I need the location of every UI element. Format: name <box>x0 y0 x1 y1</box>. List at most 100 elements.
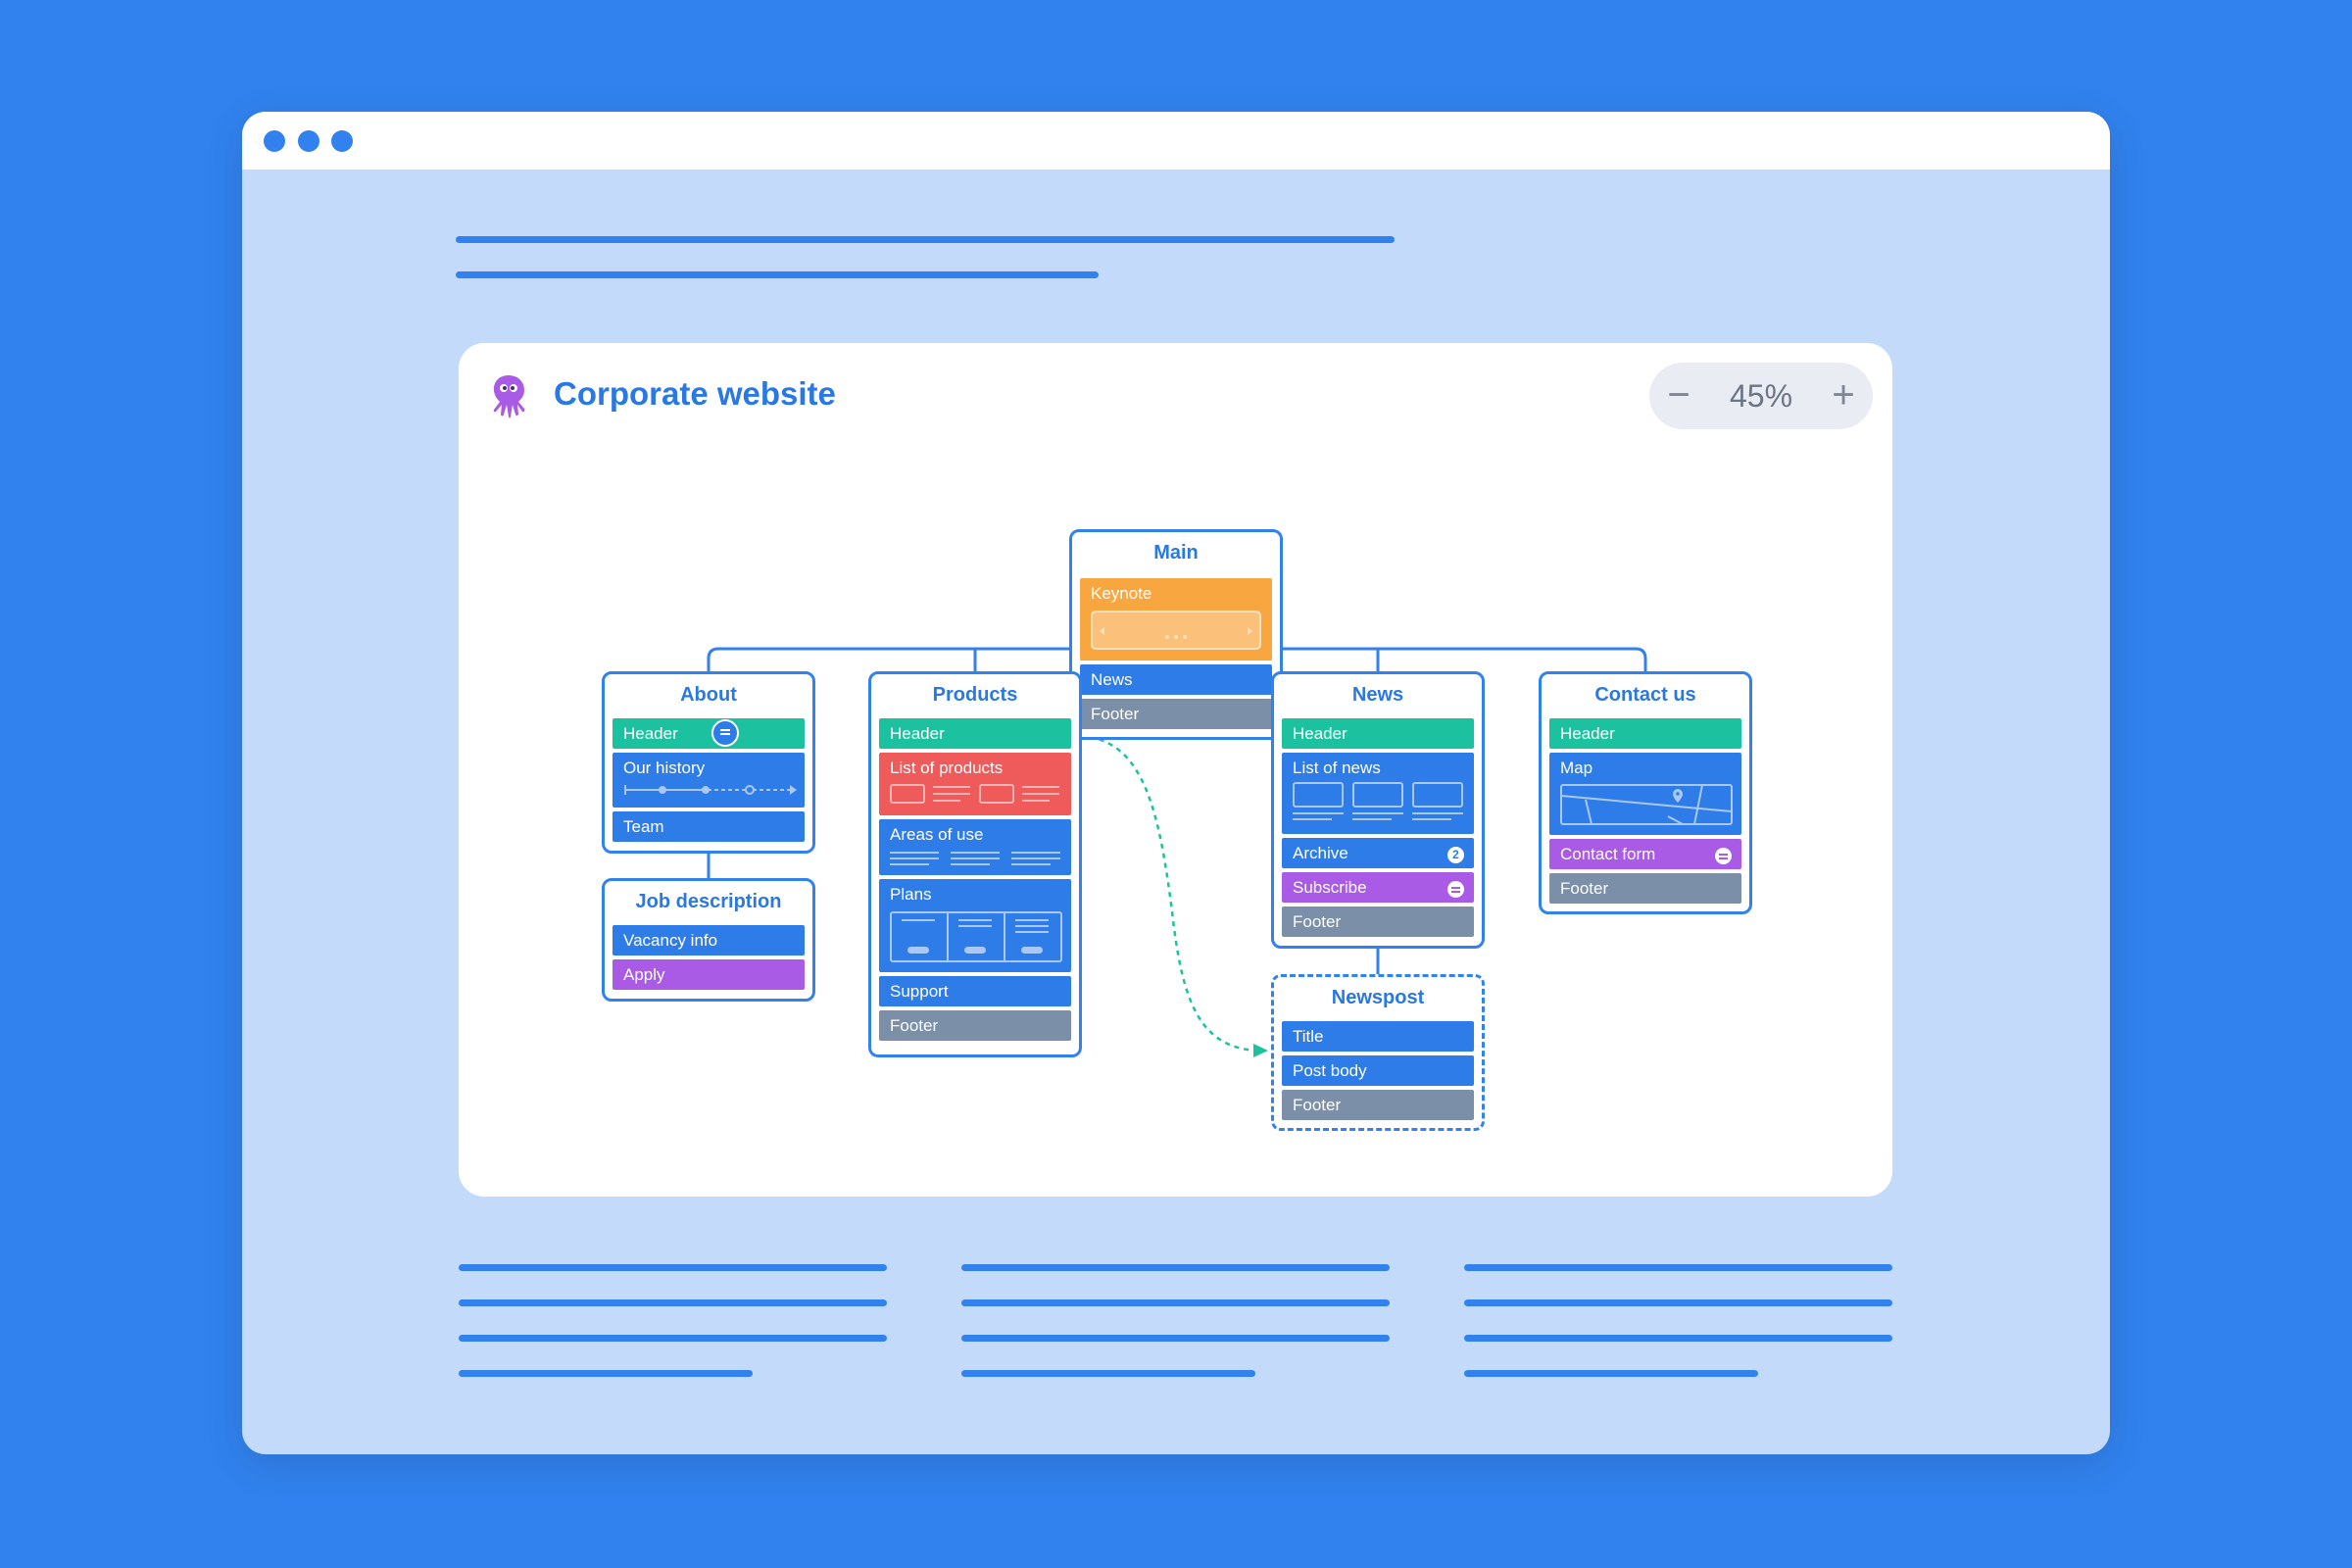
block-label: Apply <box>623 965 665 984</box>
block-label: List of products <box>890 759 1004 777</box>
node-title: Products <box>932 684 1018 706</box>
block-label: Header <box>1293 724 1348 743</box>
comment-icon[interactable] <box>1447 881 1464 898</box>
block-label: Footer <box>1293 1096 1342 1114</box>
zoom-out-button[interactable]: − <box>1667 373 1690 416</box>
placeholder-line <box>1464 1335 1892 1342</box>
zoom-level: 45% <box>1729 378 1793 414</box>
block-label: Plans <box>890 885 932 904</box>
placeholder-line <box>459 1299 887 1306</box>
block-header[interactable]: Header <box>1282 718 1474 749</box>
zoom-control: − 45% + <box>1649 363 1873 429</box>
block-label: Support <box>890 982 949 1001</box>
news-cards-illustration <box>1293 782 1463 820</box>
block-label: Header <box>1560 724 1615 743</box>
project-title: Corporate website <box>554 375 836 412</box>
page-node-newspost[interactable]: Newspost Title Post body Footer <box>1271 974 1485 1131</box>
node-title: News <box>1351 684 1404 706</box>
block-label: Footer <box>1091 705 1140 723</box>
zoom-in-button[interactable]: + <box>1832 373 1855 416</box>
block-header[interactable]: Header <box>1549 718 1741 749</box>
block-apply[interactable]: Apply <box>612 959 805 990</box>
block-footer[interactable]: Footer <box>1080 699 1272 729</box>
block-keynote[interactable]: Keynote <box>1080 578 1272 661</box>
block-our-history[interactable]: Our history <box>612 753 805 808</box>
placeholder-line <box>456 236 1395 243</box>
block-news[interactable]: News <box>1080 664 1272 695</box>
block-label: News <box>1091 670 1133 689</box>
product-cards-illustration <box>890 784 1059 804</box>
placeholder-line <box>456 271 1099 278</box>
block-footer[interactable]: Footer <box>1282 1090 1474 1120</box>
block-label: Keynote <box>1091 584 1152 603</box>
block-label: Footer <box>1293 912 1342 931</box>
block-label: Subscribe <box>1293 878 1367 897</box>
block-contact-form[interactable]: Contact form <box>1549 839 1741 869</box>
node-title: Job description <box>635 891 782 912</box>
block-label: Footer <box>1560 879 1609 898</box>
placeholder-line <box>961 1370 1255 1377</box>
block-label: Team <box>623 817 664 836</box>
block-label: Archive <box>1293 844 1348 862</box>
block-areas-of-use[interactable]: Areas of use <box>879 819 1071 875</box>
node-title: Contact us <box>1594 684 1696 706</box>
block-label: Vacancy info <box>623 931 718 950</box>
plans-table-illustration <box>890 911 1062 962</box>
block-label: Post body <box>1293 1061 1367 1080</box>
block-post-body[interactable]: Post body <box>1282 1055 1474 1086</box>
map-illustration <box>1560 784 1733 825</box>
page-node-news[interactable]: News Header List of news Archive 2 <box>1271 671 1485 949</box>
placeholder-line <box>961 1335 1390 1342</box>
block-team[interactable]: Team <box>612 811 805 842</box>
block-subscribe[interactable]: Subscribe <box>1282 872 1474 903</box>
block-label: Areas of use <box>890 825 984 844</box>
block-list-of-products[interactable]: List of products <box>879 753 1071 815</box>
text-columns-illustration <box>890 852 1060 865</box>
octopus-icon <box>493 375 525 418</box>
block-list-of-news[interactable]: List of news <box>1282 753 1474 834</box>
window-maximize-dot[interactable] <box>331 130 353 152</box>
block-footer[interactable]: Footer <box>879 1010 1071 1041</box>
map-pin-icon <box>1673 789 1683 803</box>
block-label: Header <box>623 724 678 743</box>
block-map[interactable]: Map <box>1549 753 1741 835</box>
page-node-contact-us[interactable]: Contact us Header Map Contact form <box>1539 671 1752 914</box>
block-label: Header <box>890 724 945 743</box>
placeholder-line <box>459 1370 753 1377</box>
placeholder-line <box>1464 1264 1892 1271</box>
block-support[interactable]: Support <box>879 976 1071 1006</box>
placeholder-line <box>459 1264 887 1271</box>
placeholder-line <box>961 1264 1390 1271</box>
block-footer[interactable]: Footer <box>1282 906 1474 937</box>
sitemap-canvas: Corporate website − 45% + Main Keynote <box>459 343 1892 1197</box>
block-archive[interactable]: Archive 2 <box>1282 838 1474 868</box>
block-vacancy-info[interactable]: Vacancy info <box>612 925 805 956</box>
node-title: Newspost <box>1331 987 1425 1008</box>
block-label: List of news <box>1293 759 1381 777</box>
block-title[interactable]: Title <box>1282 1021 1474 1052</box>
timeline-illustration <box>624 785 797 795</box>
page-node-job-description[interactable]: Job description Vacancy info Apply <box>602 878 815 1002</box>
archive-count-badge: 2 <box>1447 847 1464 863</box>
window-minimize-dot[interactable] <box>298 130 319 152</box>
placeholder-line <box>1464 1370 1758 1377</box>
page-node-main[interactable]: Main Keynote News Footer <box>1069 529 1283 740</box>
slider-illustration <box>1091 611 1261 650</box>
node-title: Main <box>1153 542 1199 564</box>
block-header[interactable]: Header <box>612 718 805 749</box>
page-node-about[interactable]: About Header Our history Team <box>602 671 815 854</box>
block-label: Map <box>1560 759 1593 777</box>
block-label: Footer <box>890 1016 939 1035</box>
block-plans[interactable]: Plans <box>879 879 1071 972</box>
browser-window: Corporate website − 45% + Main Keynote <box>242 112 2110 1454</box>
window-close-dot[interactable] <box>264 130 285 152</box>
placeholder-line <box>1464 1299 1892 1306</box>
comment-icon[interactable] <box>1715 848 1732 864</box>
block-footer[interactable]: Footer <box>1549 873 1741 904</box>
block-header[interactable]: Header <box>879 718 1071 749</box>
window-titlebar <box>242 112 2110 170</box>
comment-icon[interactable] <box>711 719 739 747</box>
placeholder-line <box>459 1335 887 1342</box>
page-node-products[interactable]: Products Header List of products Areas o… <box>868 671 1082 1057</box>
block-label: Our history <box>623 759 706 777</box>
